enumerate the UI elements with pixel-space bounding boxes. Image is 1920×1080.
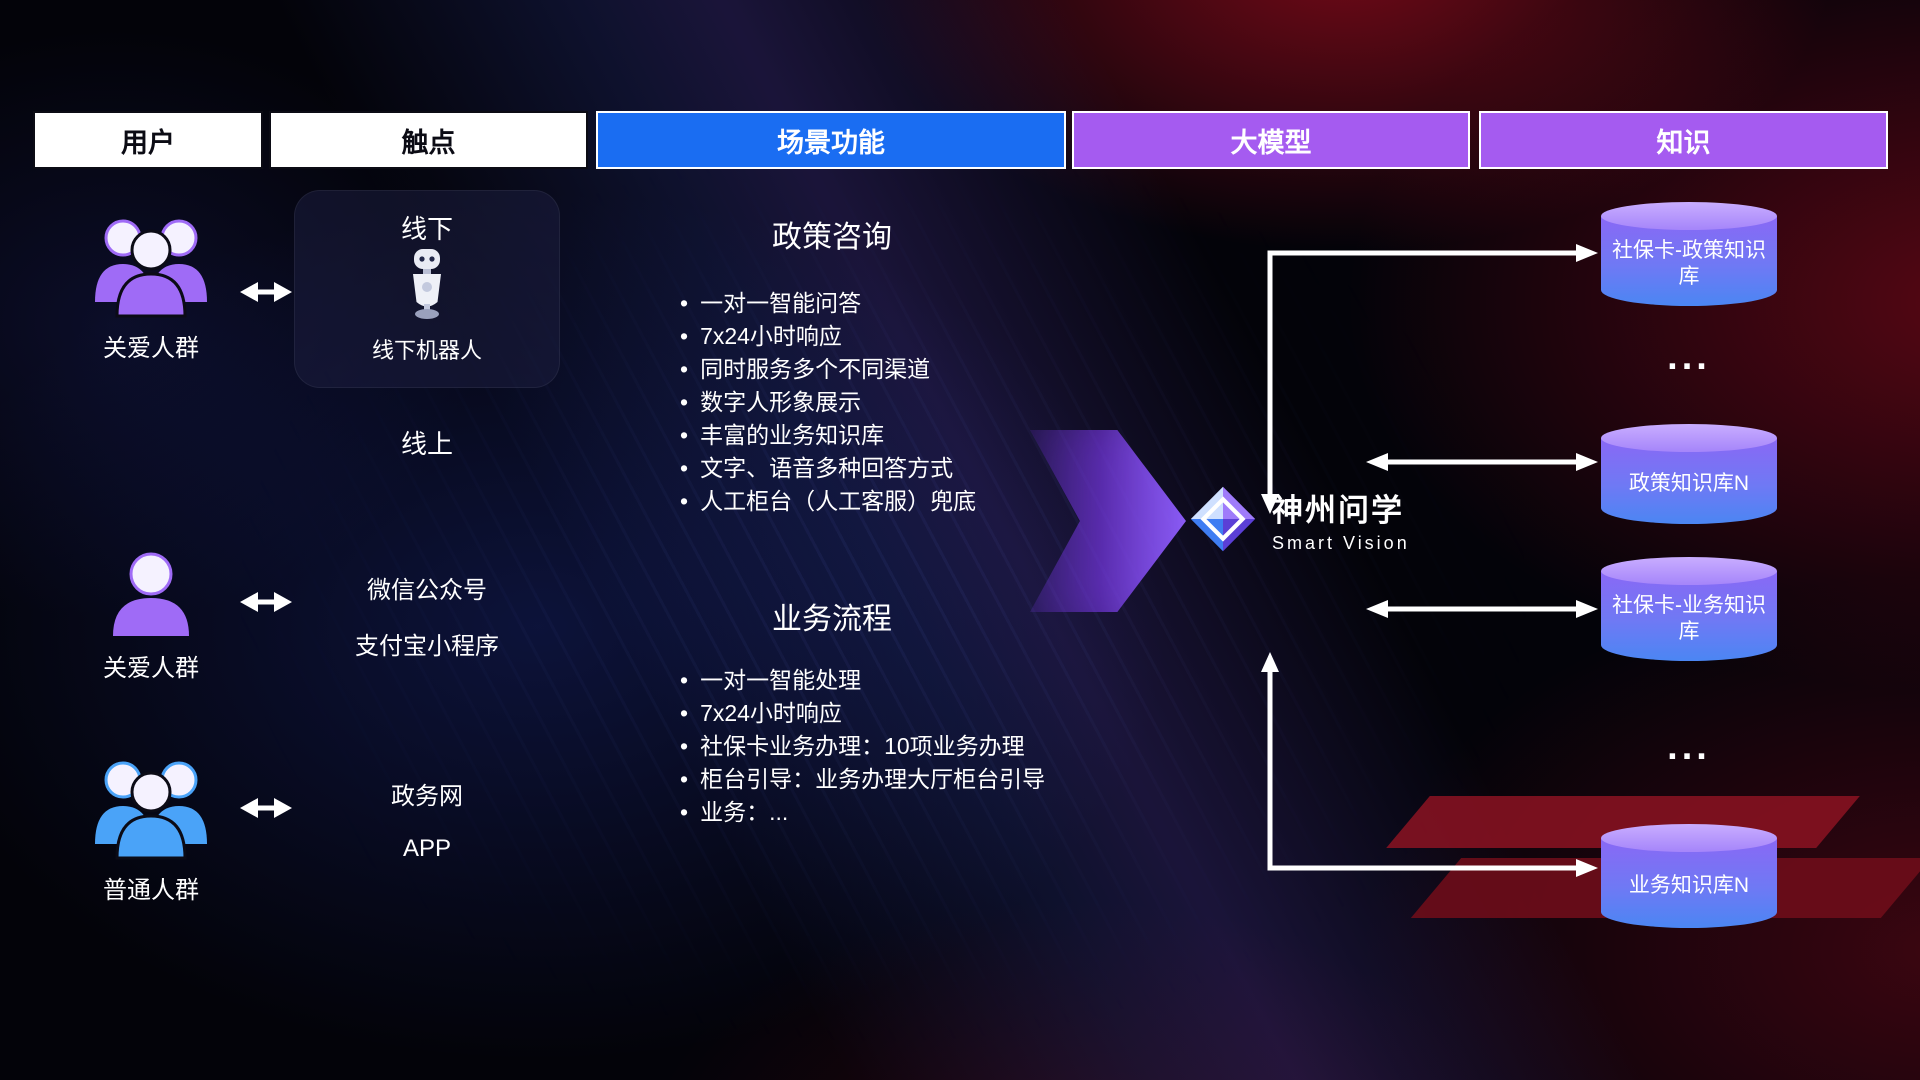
scenario-business-list: 一对一智能处理 7x24小时响应 社保卡业务办理：10项业务办理 柜台引导：业务…	[680, 664, 1110, 829]
database-policy-n: 政策知识库N	[1601, 424, 1777, 524]
model-brand: 神州问学 Smart Vision	[1188, 484, 1410, 554]
database-business-sscard: 社保卡-业务知识库	[1601, 557, 1777, 661]
feature-item: 业务：...	[680, 796, 1110, 829]
brand-name: 神州问学	[1272, 492, 1404, 528]
robot-icon	[413, 249, 441, 319]
database-label: 社保卡-业务知识库	[1612, 593, 1766, 643]
feature-item: 7x24小时响应	[680, 320, 1110, 353]
header-column-knowledge: 知识	[1479, 111, 1888, 169]
user-label: 关爱人群	[103, 655, 199, 682]
channel-app: APP	[402, 835, 452, 862]
user-group-care-2: 关爱人群	[66, 548, 236, 683]
user-label: 关爱人群	[103, 335, 199, 362]
feature-item: 柜台引导：业务办理大厅柜台引导	[680, 763, 1110, 796]
offline-title: 线下	[400, 214, 453, 244]
user-label: 普通人群	[103, 877, 199, 904]
online-title: 线上	[400, 429, 453, 459]
database-label: 社保卡-政策知识库	[1612, 238, 1766, 288]
brand-subtitle: Smart Vision	[1272, 532, 1410, 553]
feature-item: 7x24小时响应	[680, 697, 1110, 730]
person-icon	[113, 552, 189, 636]
channel-wechat: 微信公众号	[367, 577, 487, 604]
scenario-policy-list: 一对一智能问答 7x24小时响应 同时服务多个不同渠道 数字人形象展示 丰富的业…	[680, 287, 1110, 518]
ellipsis: ...	[1667, 336, 1711, 378]
database-policy-sscard: 社保卡-政策知识库	[1601, 202, 1777, 306]
group-icon	[95, 219, 207, 318]
offline-robot-label: 线下机器人	[371, 338, 482, 363]
feature-item: 文字、语音多种回答方式	[680, 452, 1110, 485]
feature-item: 丰富的业务知识库	[680, 419, 1110, 452]
header-column-users: 用户	[33, 111, 263, 169]
feature-item: 数字人形象展示	[680, 386, 1110, 419]
feature-item: 同时服务多个不同渠道	[680, 353, 1110, 386]
database-business-n: 业务知识库N	[1601, 824, 1777, 928]
header-column-touchpoints: 触点	[269, 111, 588, 169]
header-column-scenarios: 场景功能	[596, 111, 1066, 169]
scenario-title-business: 业务流程	[772, 603, 892, 636]
channel-gov-web: 政务网	[391, 783, 463, 810]
user-group-general: 普通人群	[66, 750, 236, 905]
database-label: 业务知识库N	[1628, 873, 1750, 897]
feature-item: 一对一智能处理	[680, 664, 1110, 697]
brand-logo-icon	[1190, 486, 1256, 552]
user-group-care-1: 关爱人群	[66, 208, 236, 363]
feature-item: 一对一智能问答	[680, 287, 1110, 320]
scenario-title-policy: 政策咨询	[772, 221, 892, 254]
header-column-model: 大模型	[1072, 111, 1470, 169]
feature-item: 社保卡业务办理：10项业务办理	[680, 730, 1110, 763]
offline-touchpoint-card: 线下 线下机器人	[294, 190, 560, 388]
channel-alipay: 支付宝小程序	[355, 633, 499, 660]
feature-item: 人工柜台（人工客服）兜底	[680, 485, 1110, 518]
ellipsis: ...	[1667, 726, 1711, 768]
database-label: 政策知识库N	[1628, 471, 1750, 495]
group-icon	[95, 761, 207, 860]
